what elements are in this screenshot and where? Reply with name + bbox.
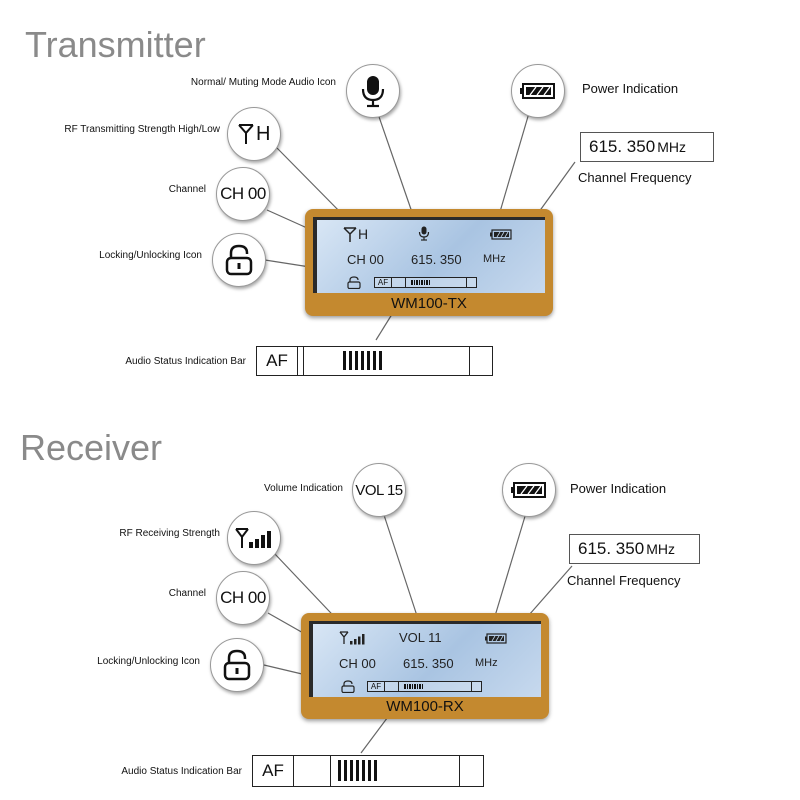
tx-label-audio-icon: Normal/ Muting Mode Audio Icon [190, 77, 336, 88]
tx-power-circle [511, 64, 565, 118]
tx-af-level [343, 351, 382, 370]
tx-freq-box: 615. 350 MHz [580, 132, 714, 162]
tx-lcd-unlock-icon [347, 276, 361, 289]
tx-lcd-screen: H CH 00 615. 350 MHz AF [313, 217, 545, 293]
rx-channel-text: CH 00 [220, 588, 266, 607]
tx-label-rf: RF Transmitting Strength High/Low [64, 124, 220, 135]
rx-af-divider-end [459, 756, 460, 786]
unlock-icon [223, 649, 251, 681]
antenna-icon [238, 124, 254, 144]
receiver-title: Receiver [20, 427, 163, 468]
tx-label-power: Power Indication [582, 81, 679, 96]
tx-lcd-unit: MHz [483, 253, 506, 265]
tx-lcd-af-label: AF [375, 278, 392, 287]
tx-label-af-bar: Audio Status Indication Bar [125, 356, 246, 367]
tx-lcd-af-bar: AF [374, 277, 477, 288]
rx-lcd-af-bar: AF [367, 681, 482, 692]
battery-icon [511, 482, 546, 498]
rx-lcd-af-level [404, 684, 423, 689]
rx-volume-circle: VOL 15 [352, 463, 406, 517]
rx-lcd-af-divider-end [471, 682, 472, 691]
rx-lcd-signal-icon [339, 631, 365, 645]
tx-af-divider [303, 347, 304, 375]
microphone-icon [361, 76, 385, 108]
rx-label-channel: Channel [168, 588, 206, 599]
rx-lcd-unit: MHz [475, 657, 498, 669]
tx-channel-circle: CH 00 [216, 167, 270, 221]
rx-channel-circle: CH 00 [216, 571, 270, 625]
tx-device: H CH 00 615. 350 MHz AF [305, 209, 553, 316]
tx-label-lock: Locking/Unlocking Icon [99, 250, 202, 261]
tx-rf-circle: H [227, 107, 281, 161]
tx-lcd-channel: CH 00 [347, 252, 384, 267]
rx-label-volume: Volume Indication [264, 483, 343, 494]
rx-line-volume [382, 511, 421, 626]
rx-line-power [491, 512, 527, 627]
tx-freq-unit: MHz [657, 139, 686, 155]
tx-line-audio [376, 110, 415, 219]
rx-lcd-unlock-icon [341, 680, 355, 693]
tx-audio-circle [346, 64, 400, 118]
rx-af-level [338, 760, 377, 781]
rx-af-divider [330, 756, 331, 786]
rx-af-label: AF [253, 756, 294, 786]
rx-lock-circle [210, 638, 264, 692]
tx-rf-level-text: H [256, 122, 270, 145]
tx-lcd-af-divider [405, 278, 406, 287]
tx-af-divider-end [469, 347, 470, 375]
transmitter-title: Transmitter [25, 24, 206, 65]
tx-lcd-battery-icon [490, 229, 512, 240]
tx-lcd-antenna-icon [343, 227, 357, 242]
tx-freq-value: 615. 350 [589, 137, 656, 156]
rx-lcd-channel: CH 00 [339, 656, 376, 671]
tx-lcd-microphone-icon [418, 226, 430, 241]
rx-freq-value: 615. 350 [578, 539, 645, 558]
battery-icon [520, 83, 555, 99]
rx-lcd-freq: 615. 350 [403, 656, 454, 671]
rx-lcd-battery-icon [485, 633, 507, 644]
rx-label-rf: RF Receiving Strength [119, 528, 220, 539]
rx-label-power: Power Indication [570, 481, 667, 496]
rx-af-bar: AF [252, 755, 484, 787]
unlock-icon [225, 244, 253, 276]
tx-channel-text: CH 00 [220, 184, 266, 203]
rx-power-circle [502, 463, 556, 517]
tx-model-label: WM100-TX [391, 295, 467, 312]
rx-lcd-screen: VOL 11 CH 00 615. 350 MHz AF [309, 621, 541, 697]
rx-freq-box: 615. 350 MHz [569, 534, 700, 564]
rx-lcd-af-label: AF [368, 682, 385, 691]
tx-lcd-af-divider-end [466, 278, 467, 287]
rx-lcd-volume: VOL 11 [399, 630, 442, 645]
rx-model-label: WM100-RX [386, 698, 464, 715]
tx-label-freq: Channel Frequency [578, 170, 692, 185]
tx-lcd-rf-text: H [358, 226, 369, 242]
rx-freq-unit: MHz [646, 541, 675, 557]
tx-lcd-af-level [411, 280, 430, 285]
tx-af-bar: AF [256, 346, 493, 376]
tx-lcd-freq: 615. 350 [411, 252, 462, 267]
rx-label-lock: Locking/Unlocking Icon [97, 656, 200, 667]
rx-device: VOL 11 CH 00 615. 350 MHz AF WM100-RX [301, 613, 549, 719]
rx-label-af-bar: Audio Status Indication Bar [121, 766, 242, 777]
signal-strength-icon [235, 528, 271, 548]
rx-label-freq: Channel Frequency [567, 573, 681, 588]
tx-af-label: AF [257, 347, 298, 375]
rx-volume-text: VOL 15 [355, 481, 403, 499]
tx-line-power [496, 112, 530, 223]
tx-label-channel: Channel [168, 184, 206, 195]
tx-lock-circle [212, 233, 266, 287]
rx-lcd-af-divider [398, 682, 399, 691]
tx-line-rf [276, 147, 350, 222]
rx-rf-circle [227, 511, 281, 565]
